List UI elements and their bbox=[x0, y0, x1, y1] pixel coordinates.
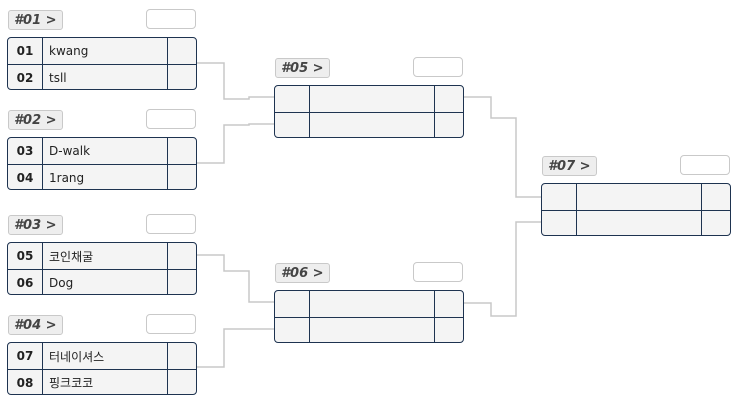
connector-03-06 bbox=[197, 254, 274, 303]
player-name: 터네이셔스 bbox=[43, 343, 168, 369]
player-seed bbox=[542, 211, 577, 235]
connector-05-07 bbox=[464, 96, 541, 198]
player-score bbox=[168, 370, 196, 394]
player-score bbox=[168, 270, 196, 294]
match-box-03: 05 코인채굴 06 Dog bbox=[7, 242, 197, 295]
player-row[interactable]: 07 터네이셔스 bbox=[8, 343, 196, 369]
player-score bbox=[168, 138, 196, 164]
match-box-04: 07 터네이셔스 08 핑크코코 bbox=[7, 342, 197, 395]
player-name bbox=[310, 86, 435, 112]
player-name bbox=[310, 318, 435, 342]
player-name bbox=[577, 211, 702, 235]
player-seed: 04 bbox=[8, 165, 43, 189]
match-info-box-03[interactable] bbox=[146, 214, 196, 234]
player-name bbox=[577, 184, 702, 210]
connector-02-05 bbox=[197, 123, 274, 164]
player-row[interactable] bbox=[542, 210, 730, 235]
match-info-box-06[interactable] bbox=[413, 262, 463, 282]
player-row[interactable] bbox=[275, 291, 463, 317]
match-box-05 bbox=[274, 85, 464, 138]
player-score bbox=[168, 343, 196, 369]
player-seed bbox=[275, 86, 310, 112]
player-row[interactable] bbox=[275, 317, 463, 342]
player-seed: 08 bbox=[8, 370, 43, 394]
match-label-01[interactable]: #01 > bbox=[8, 10, 63, 30]
player-score bbox=[702, 184, 730, 210]
player-name: 핑크코코 bbox=[43, 370, 168, 394]
match-label-02[interactable]: #02 > bbox=[8, 110, 63, 130]
match-box-06 bbox=[274, 290, 464, 343]
player-seed: 03 bbox=[8, 138, 43, 164]
player-seed bbox=[542, 184, 577, 210]
player-score bbox=[435, 318, 463, 342]
player-seed bbox=[275, 113, 310, 137]
player-row[interactable]: 01 kwang bbox=[8, 38, 196, 64]
player-seed bbox=[275, 318, 310, 342]
player-name: Dog bbox=[43, 270, 168, 294]
player-row[interactable] bbox=[275, 112, 463, 137]
player-score bbox=[435, 291, 463, 317]
player-row[interactable]: 03 D-walk bbox=[8, 138, 196, 164]
match-label-04[interactable]: #04 > bbox=[8, 315, 63, 335]
match-info-box-02[interactable] bbox=[146, 109, 196, 129]
player-seed: 05 bbox=[8, 243, 43, 269]
match-box-07 bbox=[541, 183, 731, 236]
match-info-box-07[interactable] bbox=[680, 155, 730, 175]
player-score bbox=[168, 243, 196, 269]
player-name bbox=[310, 291, 435, 317]
match-info-box-04[interactable] bbox=[146, 314, 196, 334]
player-score bbox=[435, 86, 463, 112]
player-row[interactable]: 06 Dog bbox=[8, 269, 196, 294]
player-row[interactable] bbox=[542, 184, 730, 210]
player-name: 코인채굴 bbox=[43, 243, 168, 269]
match-label-07[interactable]: #07 > bbox=[542, 156, 597, 176]
player-name: 1rang bbox=[43, 165, 168, 189]
player-score bbox=[168, 165, 196, 189]
player-seed bbox=[275, 291, 310, 317]
player-name bbox=[310, 113, 435, 137]
connector-06-07 bbox=[464, 221, 541, 317]
player-row[interactable]: 04 1rang bbox=[8, 164, 196, 189]
player-row[interactable]: 05 코인채굴 bbox=[8, 243, 196, 269]
player-score bbox=[168, 65, 196, 89]
player-name: tsll bbox=[43, 65, 168, 89]
player-seed: 02 bbox=[8, 65, 43, 89]
player-seed: 06 bbox=[8, 270, 43, 294]
player-name: kwang bbox=[43, 38, 168, 64]
player-row[interactable]: 02 tsll bbox=[8, 64, 196, 89]
player-name: D-walk bbox=[43, 138, 168, 164]
match-box-02: 03 D-walk 04 1rang bbox=[7, 137, 197, 190]
match-info-box-05[interactable] bbox=[413, 57, 463, 77]
player-seed: 07 bbox=[8, 343, 43, 369]
player-row[interactable] bbox=[275, 86, 463, 112]
connector-01-05 bbox=[197, 62, 274, 100]
player-score bbox=[168, 38, 196, 64]
connector-04-06 bbox=[197, 328, 274, 368]
match-label-05[interactable]: #05 > bbox=[275, 58, 330, 78]
match-label-03[interactable]: #03 > bbox=[8, 215, 63, 235]
match-info-box-01[interactable] bbox=[146, 9, 196, 29]
player-score bbox=[702, 211, 730, 235]
match-label-06[interactable]: #06 > bbox=[275, 263, 330, 283]
player-seed: 01 bbox=[8, 38, 43, 64]
player-score bbox=[435, 113, 463, 137]
player-row[interactable]: 08 핑크코코 bbox=[8, 369, 196, 394]
match-box-01: 01 kwang 02 tsll bbox=[7, 37, 197, 90]
